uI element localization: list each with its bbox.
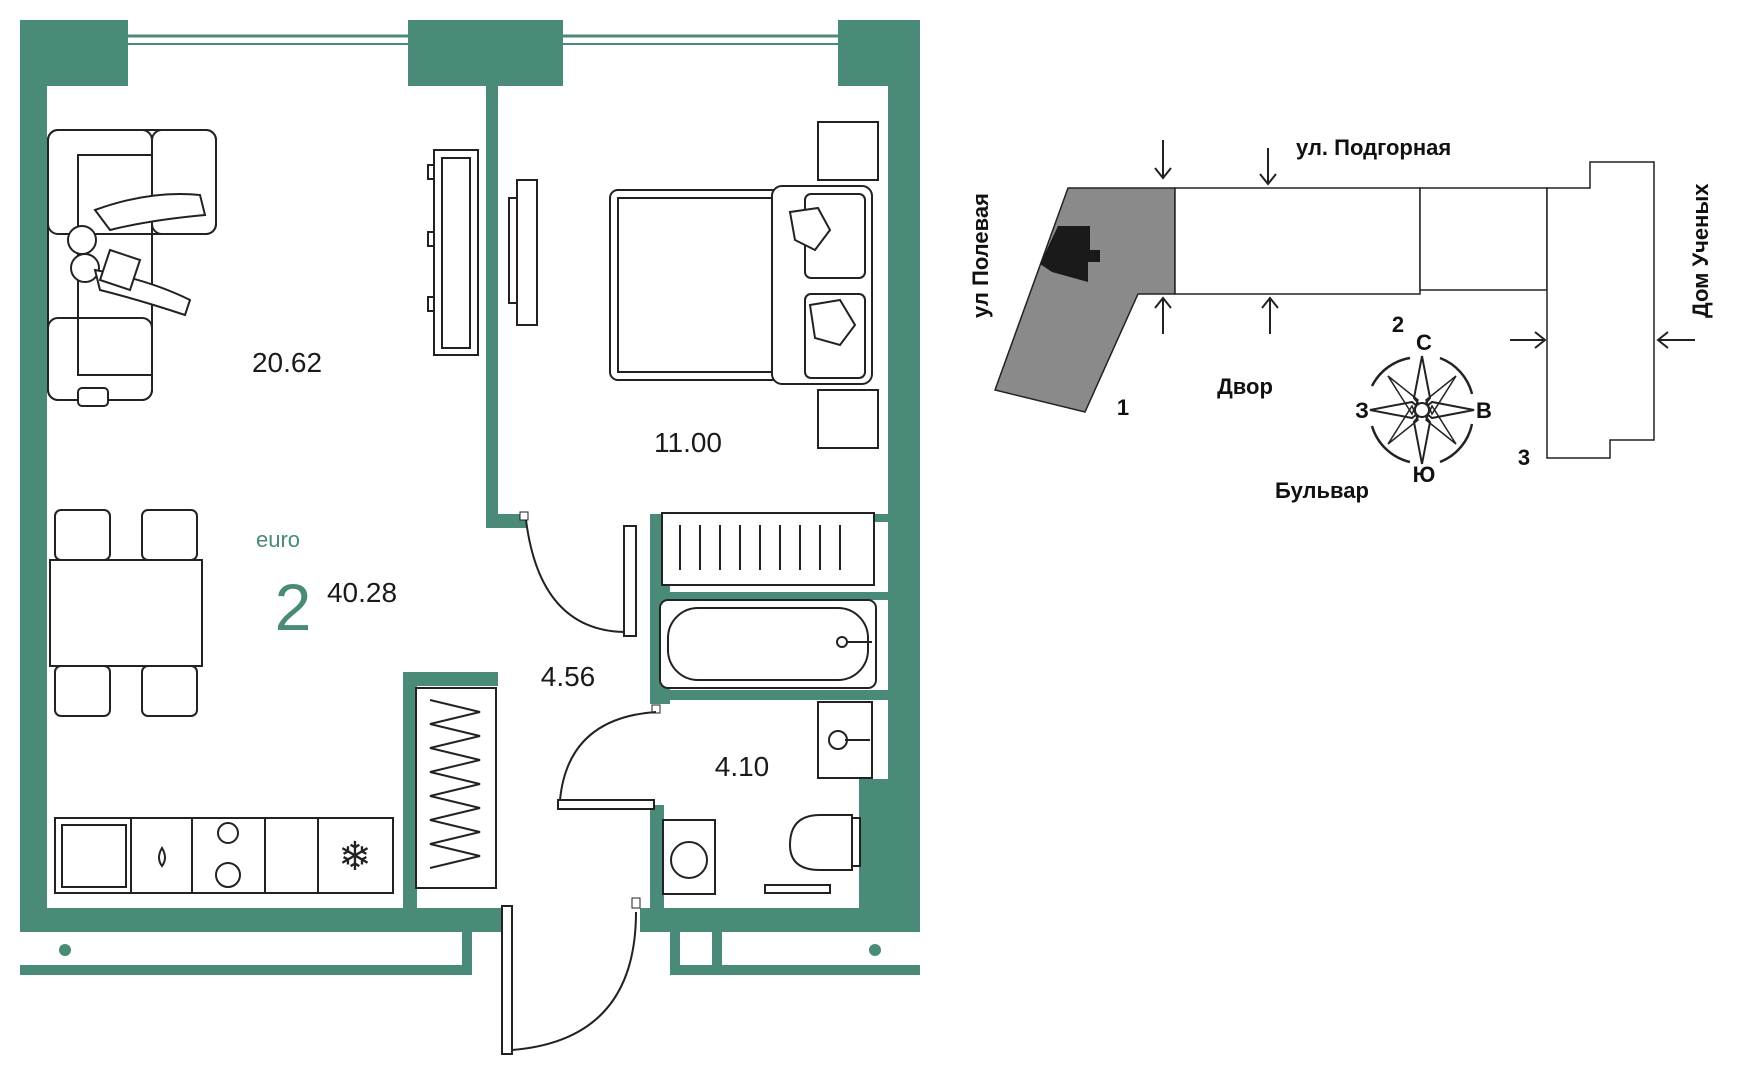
- toilet-icon: [788, 814, 861, 871]
- site-plan: ул. Подгорная ул Полевая Дом Ученых Двор…: [968, 135, 1713, 503]
- building-section-2: [1174, 187, 1421, 295]
- rooms-count: 2: [275, 570, 312, 644]
- wall-top-left: [20, 20, 128, 86]
- wall-bath-mid: [670, 592, 888, 600]
- flat-type-label: euro: [256, 527, 300, 552]
- sink-icon: [817, 701, 873, 779]
- wall-bath-low: [650, 690, 888, 700]
- wall-living-bedroom: [486, 86, 498, 526]
- street-right-label: Дом Ученых: [1688, 183, 1713, 318]
- sofa-icon: [47, 129, 217, 407]
- bath-mat: [764, 884, 831, 894]
- door-bathroom: [557, 704, 661, 810]
- compass-east: В: [1476, 398, 1492, 423]
- compass-west: З: [1355, 398, 1369, 423]
- wall-right: [888, 20, 920, 930]
- wall-wc-left: [650, 805, 664, 908]
- street-top-label: ул. Подгорная: [1296, 135, 1451, 160]
- shaft: [859, 779, 889, 911]
- wardrobe-icon: [415, 687, 497, 889]
- total-area: 40.28: [327, 577, 397, 608]
- boulevard-label: Бульвар: [1275, 478, 1369, 503]
- wall-left: [20, 20, 47, 930]
- svg-text:❄: ❄: [338, 834, 372, 880]
- highlighted-section: [1040, 226, 1100, 282]
- compass-north: С: [1416, 330, 1432, 355]
- marker-2: 2: [1392, 312, 1404, 337]
- building-section-middle: [1419, 187, 1548, 291]
- bed-icon: [609, 121, 879, 449]
- marker-3: 3: [1518, 445, 1530, 470]
- kitchen-counter-icon: ❄: [54, 817, 394, 894]
- washing-machine-icon: [662, 819, 716, 895]
- balcony: [20, 932, 920, 975]
- wall-bottom-right: [640, 908, 920, 932]
- street-left-label: ул Полевая: [968, 193, 993, 318]
- dining-table-icon: [49, 509, 203, 717]
- room-area-bathroom: 4.10: [715, 751, 770, 782]
- compass-rose-icon: [1369, 355, 1475, 465]
- building-section-3: [1546, 161, 1655, 459]
- wall-closet-left: [403, 672, 417, 908]
- courtyard-label: Двор: [1217, 374, 1273, 399]
- room-area-bedroom: 11.00: [654, 427, 722, 458]
- window-right: [563, 20, 838, 86]
- compass-south: Ю: [1413, 462, 1436, 487]
- door-entrance: [501, 897, 641, 1055]
- bedroom-tv-icon: [508, 179, 538, 326]
- wall-stub-1: [486, 514, 526, 528]
- bathtub-icon: [659, 599, 877, 689]
- marker-1: 1: [1117, 395, 1129, 420]
- tv-unit-icon: [427, 149, 479, 356]
- wall-bottom-left: [20, 908, 510, 932]
- highlighted-building: [994, 187, 1176, 413]
- wall-closet-top: [403, 672, 498, 686]
- window-left: [128, 20, 408, 86]
- floor-plan: ❄: [20, 20, 920, 1055]
- radiator-icon: [661, 512, 875, 586]
- room-area-hall: 4.56: [541, 661, 596, 692]
- entrance-arrows: [1154, 140, 1695, 349]
- wall-top-middle: [408, 20, 563, 86]
- room-area-living: 20.62: [252, 347, 322, 378]
- door-bedroom: [519, 511, 637, 637]
